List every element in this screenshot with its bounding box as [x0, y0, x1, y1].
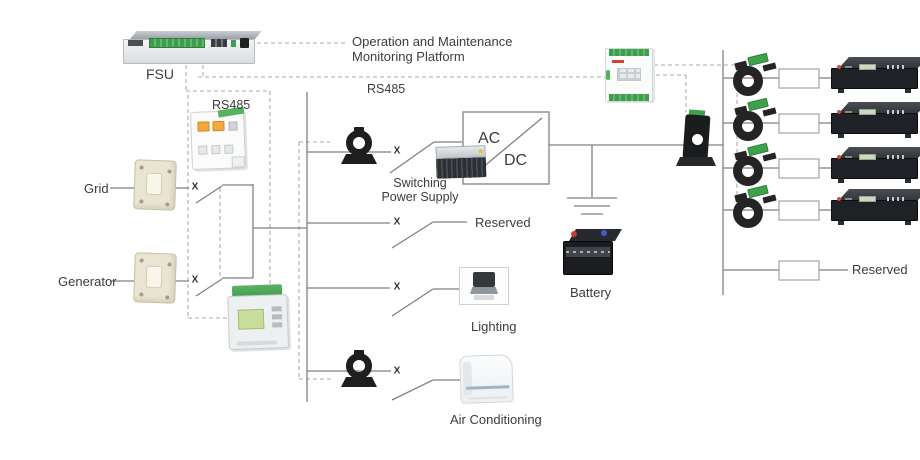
switching-label-line2: Power Supply — [381, 190, 459, 204]
switching-power-supply-icon — [435, 145, 487, 180]
air-conditioner-icon — [459, 354, 514, 406]
battery-icon — [563, 226, 622, 280]
rectifier-module-icon — [831, 147, 920, 185]
dc-output-ct-icon — [731, 184, 777, 229]
dc-monitoring-meter-icon — [605, 48, 653, 102]
reserved-output-label: Reserved — [852, 262, 908, 277]
lighting-fixture-icon — [459, 267, 509, 305]
battery-label: Battery — [570, 285, 612, 300]
platform-label-line1: Operation and Maintenance — [352, 34, 513, 49]
platform-label-line2: Monitoring Platform — [352, 49, 465, 64]
generator-ct-icon — [133, 252, 177, 304]
branch-ct-icon — [341, 127, 377, 164]
fsu-device-icon — [123, 31, 262, 69]
switching-power-supply-label: Switching Power Supply — [380, 176, 460, 204]
dc-output-ct-icon — [731, 97, 777, 142]
rs485-bus-label: RS485 — [367, 82, 406, 96]
rectifier-module-icon — [831, 189, 920, 227]
rectifier-module-icon — [831, 57, 920, 95]
grid-label: Grid — [84, 181, 109, 196]
breaker-x-grid: X — [191, 181, 199, 193]
rs485-fsu-label: RS485 — [212, 98, 251, 112]
breaker-x-generator: X — [191, 274, 199, 286]
breaker-x-reserved: X — [393, 216, 401, 228]
lighting-label: Lighting — [471, 319, 517, 334]
dc-output-ct-icon — [731, 52, 777, 97]
dc-label: DC — [504, 152, 528, 169]
air-conditioning-label: Air Conditioning — [450, 412, 542, 427]
platform-label: Operation and Maintenance Monitoring Pla… — [352, 34, 512, 64]
generator-label: Generator — [58, 274, 117, 289]
branch-ct-icon — [341, 350, 377, 387]
lcd-energy-meter-icon — [227, 284, 291, 352]
rs485-energy-meter-icon — [190, 106, 250, 174]
switching-label-line1: Switching — [393, 176, 447, 190]
fsu-label: FSU — [146, 66, 174, 82]
rectifier-module-icon — [831, 102, 920, 140]
hall-sensor-icon — [676, 109, 716, 166]
ac-label: AC — [478, 130, 501, 147]
dc-output-ct-icon — [731, 142, 777, 187]
breaker-x-psu: X — [393, 145, 401, 157]
reserved-branch-label: Reserved — [475, 215, 531, 230]
grid-ct-icon — [133, 159, 177, 211]
breaker-x-lighting: X — [393, 281, 401, 293]
breaker-x-ac: X — [393, 365, 401, 377]
